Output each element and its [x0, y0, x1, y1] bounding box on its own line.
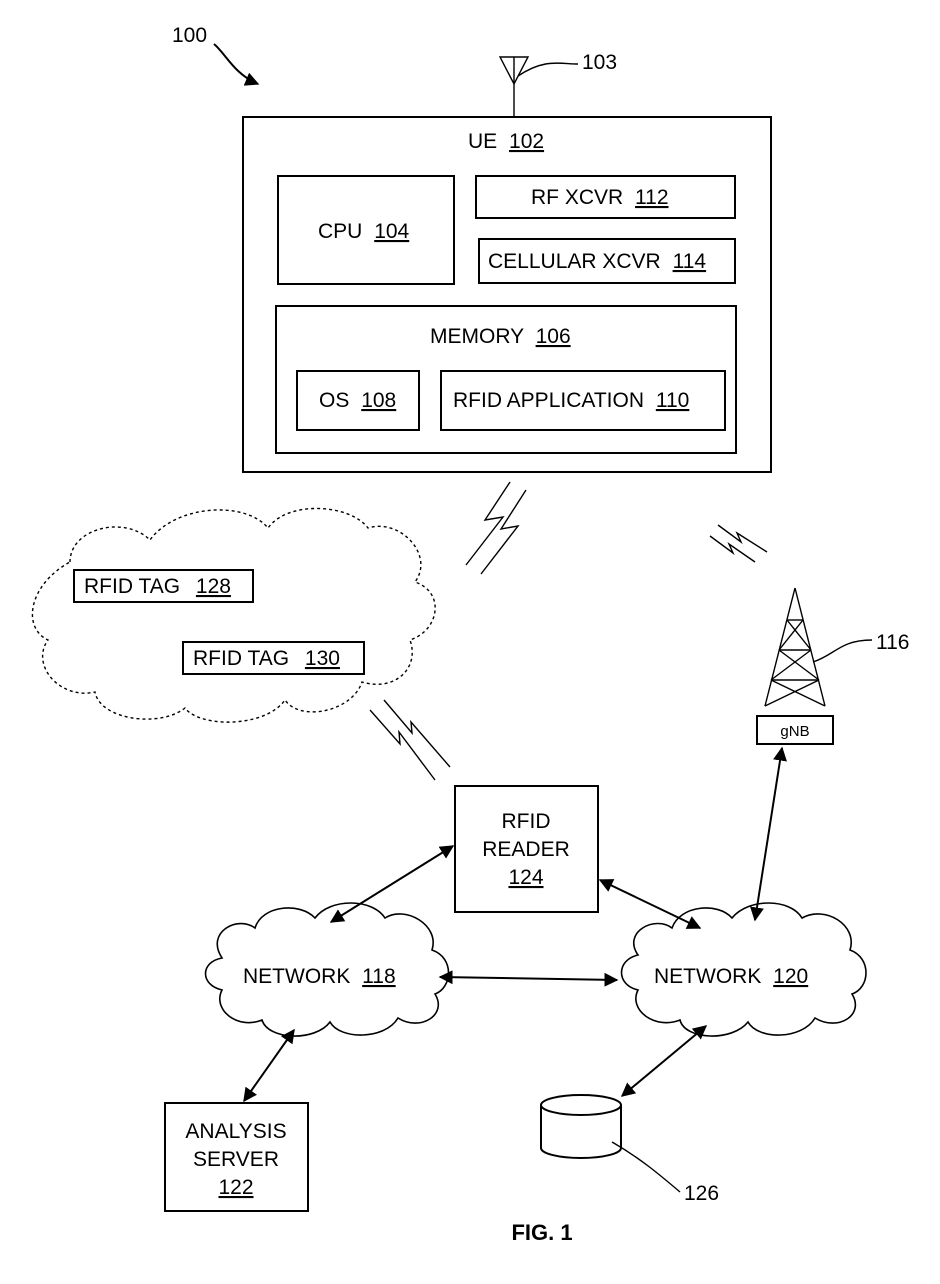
rfid-tag-128-label: RFID TAG — [84, 575, 180, 598]
ref-100-arrow — [214, 44, 258, 84]
svg-text:RFID TAG 128: RFID TAG 128 — [84, 575, 231, 598]
rfid-reader-line2: READER — [482, 838, 570, 861]
rfid-tag-130-label: RFID TAG — [193, 647, 289, 670]
cellular-xcvr-number: 114 — [673, 250, 707, 273]
os-label: OS — [319, 389, 349, 412]
network-118-number: 118 — [362, 965, 395, 988]
svg-text:NETWORK 120: NETWORK 120 — [654, 965, 808, 988]
link-network118-server — [244, 1030, 294, 1101]
database-icon — [541, 1095, 621, 1158]
gnb-label: gNB — [780, 723, 809, 740]
ue-number: 102 — [509, 130, 544, 153]
cellular-xcvr-label: CELLULAR XCVR — [488, 250, 661, 273]
rf-xcvr-number: 112 — [635, 186, 668, 209]
tower-leader-line — [813, 640, 872, 662]
svg-text:RFID TAG 130: RFID TAG 130 — [193, 647, 340, 670]
database-leader-line — [612, 1142, 680, 1192]
rfid-reader-number: 124 — [508, 866, 543, 889]
link-reader-network120 — [600, 880, 700, 928]
analysis-server-number: 122 — [218, 1176, 253, 1199]
memory-label: MEMORY — [430, 325, 524, 348]
wireless-link-ue-reader-icon — [466, 482, 526, 574]
database-ref-label: 126 — [684, 1182, 719, 1205]
cell-tower-icon — [765, 588, 825, 706]
figure-caption: FIG. 1 — [511, 1220, 572, 1245]
antenna-ref-label: 103 — [582, 51, 617, 74]
rfid-tag-128-number: 128 — [196, 575, 231, 598]
antenna-leader-line — [518, 63, 578, 76]
svg-text:MEMORY 106: MEMORY 106 — [430, 325, 571, 348]
link-network118-reader — [331, 846, 453, 922]
tower-ref-label: 116 — [876, 631, 909, 654]
ref-100-label: 100 — [172, 24, 207, 47]
rfid-reader-line1: RFID — [502, 810, 551, 833]
antenna-icon — [500, 57, 528, 117]
cpu-label: CPU — [318, 220, 362, 243]
network-120-label: NETWORK — [654, 965, 761, 988]
rfid-application-label: RFID APPLICATION — [453, 389, 644, 412]
rf-xcvr-label: RF XCVR — [531, 186, 623, 209]
ue-title: UE — [468, 130, 497, 153]
rfid-tag-cloud — [32, 508, 435, 722]
os-box — [297, 371, 419, 430]
link-network120-gnb — [755, 748, 782, 920]
memory-number: 106 — [536, 325, 571, 348]
svg-text:NETWORK 118: NETWORK 118 — [243, 965, 396, 988]
svg-text:CELLULAR XCVR 114: CELLULAR XCVR 114 — [488, 250, 706, 273]
svg-text:CPU 104: CPU 104 — [318, 220, 410, 243]
os-number: 108 — [361, 389, 396, 412]
network-120-number: 120 — [773, 965, 808, 988]
wireless-link-tags-reader-icon — [370, 700, 450, 780]
network-118-label: NETWORK — [243, 965, 350, 988]
analysis-server-line1: ANALYSIS — [185, 1120, 286, 1143]
link-network118-network120 — [440, 977, 617, 980]
svg-text:RF XCVR 112: RF XCVR 112 — [531, 186, 669, 209]
rfid-tag-130-number: 130 — [305, 647, 340, 670]
analysis-server-line2: SERVER — [193, 1148, 279, 1171]
link-network120-database — [622, 1026, 706, 1096]
wireless-link-ue-tower-icon — [710, 525, 767, 562]
rfid-application-number: 110 — [656, 389, 689, 412]
cpu-number: 104 — [374, 220, 409, 243]
